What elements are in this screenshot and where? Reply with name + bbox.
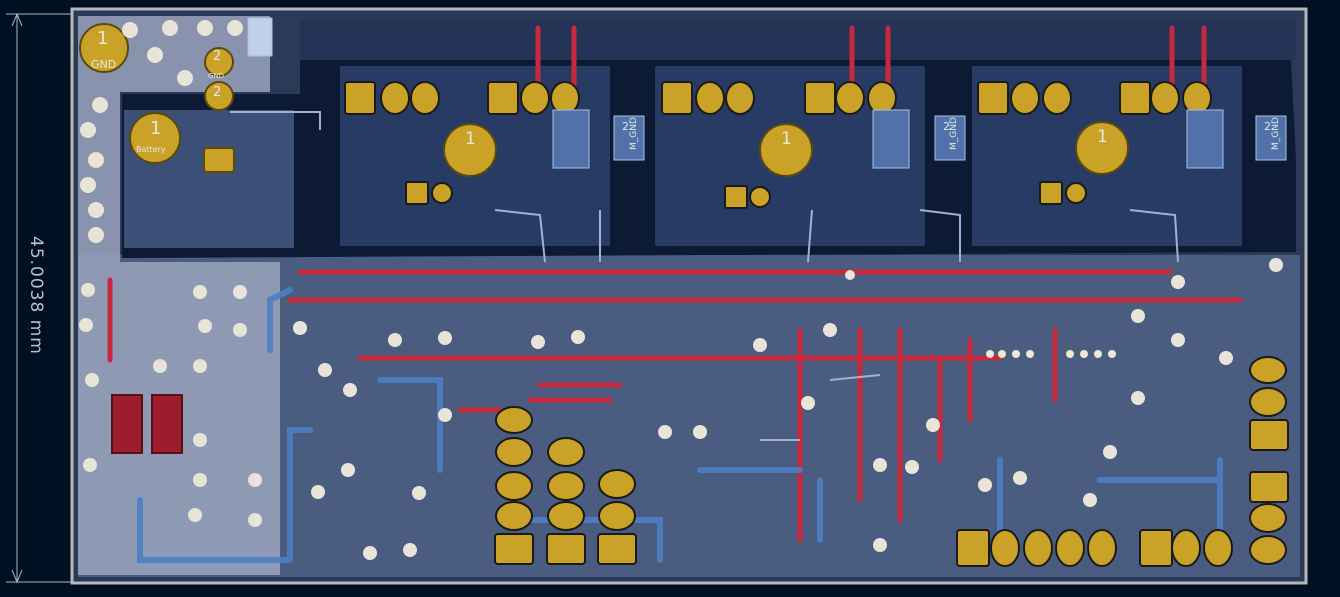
silk-pad1-number: 1 [97,28,108,49]
motor-pad-2 [759,123,813,177]
silk-battery: Battery [136,145,166,154]
silk-m-left: 2 [622,120,629,133]
silk-motor-3: 1 [1097,127,1108,147]
bottom-ground-zone [78,255,1300,577]
silk-pad2b: 2 [213,85,221,100]
silk-m-mid: 2 [943,120,950,133]
header-pins[interactable] [344,81,1289,567]
silk-gnd-small: GND [208,72,224,80]
battery-minus-pad [203,147,235,173]
silk-mgnd-3: M_GND [1271,117,1281,150]
silk-m-right: 2 [1264,120,1271,133]
motor-pad-3 [1075,121,1129,175]
mount-pad-gnd [79,23,129,73]
silk-mgnd-2: M_GND [949,117,959,150]
silk-mgnd-1: M_GND [629,117,639,150]
signal-traces [230,111,1179,441]
vias[interactable] [79,20,1283,560]
silk-battery-number: 1 [150,118,161,139]
silk-motor-1: 1 [465,129,476,149]
motor-pad-1 [443,123,497,177]
silk-motor-2: 1 [781,129,792,149]
power-pad-2a [204,47,234,77]
power-pad-2b [204,81,234,111]
upper-mid-zone [300,20,1296,60]
silk-gnd: GND [91,58,116,71]
silkscreen: 1 GND 2 2 GND 1 Battery 1 1 1 M_GND M_GN… [91,28,1281,154]
top-copper-traces [107,25,1243,543]
via-row [986,350,1116,358]
dimension-label: 45.0038 mm [26,236,46,355]
dimension-marker [6,12,72,584]
silk-pad2a: 2 [213,49,221,64]
capacitors [111,394,183,454]
mount-pad-battery [129,112,181,164]
driver-chips [247,17,1287,169]
pads[interactable] [79,23,1129,177]
